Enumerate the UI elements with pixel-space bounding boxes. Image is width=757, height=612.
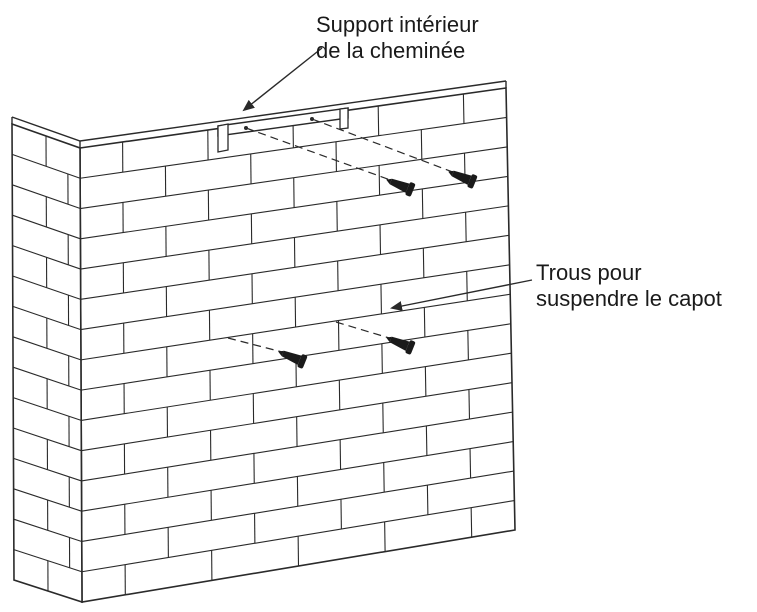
screw-icon (386, 178, 416, 197)
guide-line (227, 337, 291, 355)
side-course-line (12, 275, 81, 300)
brick-joint-line (421, 188, 424, 219)
brick-joint-line (465, 212, 467, 242)
brick-joint-line (467, 330, 469, 360)
support-label-line1: Support intérieur (316, 12, 479, 37)
side-course-line (13, 427, 82, 452)
brick-joint-line (420, 129, 423, 160)
screw-icon (278, 350, 308, 369)
holes-arrow (390, 279, 533, 311)
brick-wall (11, 80, 516, 604)
brick-joint-line (423, 307, 426, 338)
brick-joint-line (466, 271, 468, 301)
guide-line (311, 118, 459, 175)
brick-joint-line (468, 389, 471, 420)
brick-joint-line (462, 93, 465, 124)
screw-icon (448, 170, 478, 189)
brick-course-line (81, 499, 515, 573)
side-course-line (13, 518, 82, 542)
bracket-tab-right (339, 107, 349, 130)
brick-joint-line (426, 485, 429, 515)
support-arrow (242, 47, 323, 112)
support-label-line2: de la cheminée (316, 38, 466, 63)
holes-label-line2: suspendre le capot (536, 286, 722, 311)
guide-line (245, 127, 397, 183)
brick-joint-line (424, 366, 427, 397)
screw-icon (386, 336, 416, 355)
guide-line (335, 321, 397, 341)
screws (278, 170, 478, 369)
callout-arrows (242, 47, 533, 311)
holes-label-line1: Trous pour (536, 260, 642, 285)
holes-label: Trous pour suspendre le capot (536, 260, 722, 312)
brick-joint-line (425, 425, 428, 456)
side-course-line (13, 549, 83, 573)
guide-lines (227, 118, 459, 355)
brick-joint-line (469, 448, 472, 479)
brick-joint-line (422, 248, 425, 278)
support-label: Support intérieur de la cheminée (316, 12, 479, 64)
wall-front-face (79, 87, 516, 603)
brick-joint-line (470, 507, 473, 538)
bracket-tab-left (217, 123, 229, 153)
